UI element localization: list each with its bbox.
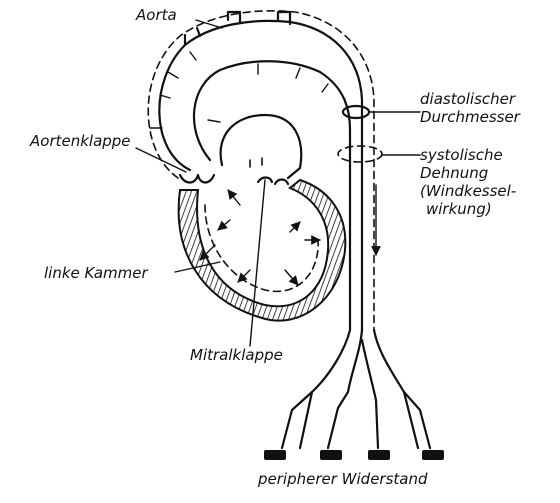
left-atrium (219, 113, 303, 180)
aortic-valve (178, 173, 216, 184)
label-left-ventricle: linke Kammer (44, 264, 148, 282)
peripheral-vessels (280, 328, 432, 450)
label-aortic-valve: Aortenklappe (29, 132, 131, 150)
leader-lines (135, 19, 421, 347)
systolic-distension-marker (337, 145, 383, 163)
label-mitral-valve: Mitralklappe (190, 346, 283, 364)
peripheral-resistance-bars (264, 450, 444, 460)
aortic-arch (147, 10, 375, 332)
label-aorta: Aorta (135, 6, 177, 24)
label-peripheral-resistance: peripherer Widerstand (257, 470, 428, 488)
label-systolic-line2: Dehnung (420, 164, 488, 182)
label-systolic-line1: systolische (420, 146, 503, 164)
diastolic-diameter-marker (341, 104, 371, 120)
label-systolic-line3: (Windkessel- (420, 182, 516, 200)
label-systolic-line4: wirkung) (426, 200, 492, 218)
left-ventricle (177, 178, 347, 322)
mitral-valve (256, 176, 290, 186)
label-diastolic-line1: diastolischer (420, 90, 516, 108)
label-diastolic-line2: Durchmesser (420, 108, 521, 126)
